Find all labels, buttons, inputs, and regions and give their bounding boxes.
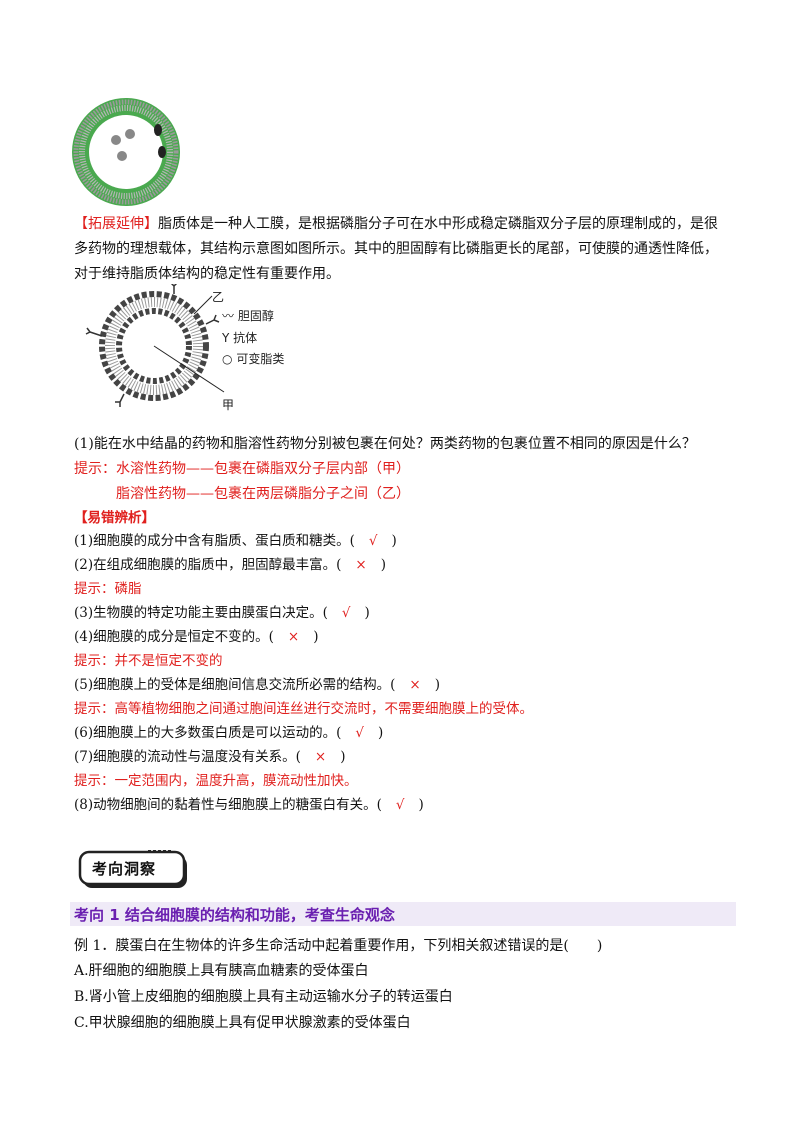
error-hint-2: 提示：磷脂 (74, 581, 142, 597)
badge-title: 考向洞察 (92, 860, 157, 878)
extension-line-3: 对于维持脂质体结构的稳定性有重要作用。 (74, 266, 340, 282)
error-hint-7: 提示：一定范围内，温度升高，膜流动性加快。 (74, 773, 358, 789)
cholesterol-icon: 〰 (222, 309, 235, 323)
extension-line-1: 【拓展延伸】脂质体是一种人工膜，是根据磷脂分子可在水中形成稳定磷脂双分子层的原理… (74, 216, 718, 232)
example-option-a: A.肝细胞的细胞膜上具有胰高血糖素的受体蛋白 (74, 963, 369, 979)
example-option-c: C.甲状腺细胞的细胞膜上具有促甲状腺激素的受体蛋白 (74, 1015, 411, 1031)
circle-icon: ○ (222, 352, 233, 366)
error-hint-5: 提示：高等植物细胞之间通过胞间连丝进行交流时，不需要细胞膜上的受体。 (74, 701, 533, 717)
liposome-illustration (72, 98, 180, 206)
badge-frame (78, 850, 187, 888)
error-item-1: (1)细胞膜的成分中含有脂质、蛋白质和糖类。(√) (74, 533, 397, 549)
error-item-5: (5)细胞膜上的受体是细胞间信息交流所必需的结构。(×) (74, 677, 440, 693)
error-hint-4: 提示：并不是恒定不变的 (74, 653, 223, 669)
error-item-6: (6)细胞膜上的大多数蛋白质是可以运动的。(√) (74, 725, 384, 741)
antibody-icon: Y (222, 331, 230, 345)
error-item-7: (7)细胞膜的流动性与温度没有关系。(×) (74, 749, 346, 765)
direction-title-bar: 考向 1 结合细胞膜的结构和功能，考查生命观念 (70, 902, 736, 926)
legend-variable-lipid: ○ 可变脂类 (222, 352, 285, 366)
label-yi: 乙 (212, 290, 225, 304)
question-1-hint-2: 脂溶性药物——包裹在两层磷脂分子之间（乙） (116, 486, 410, 502)
legend-antibody: Y 抗体 (222, 331, 258, 345)
legend-cholesterol: 〰 胆固醇 (222, 309, 274, 323)
question-1: (1)能在水中结晶的药物和脂溶性药物分别被包裹在何处？两类药物的包裹位置不相同的… (74, 436, 696, 452)
error-section-label: 【易错辨析】 (74, 510, 155, 526)
error-item-4: (4)细胞膜的成分是恒定不变的。(×) (74, 629, 319, 645)
example-option-b: B.肾小管上皮细胞的细胞膜上具有主动运输水分子的转运蛋白 (74, 989, 453, 1005)
example-stem: 例 1．膜蛋白在生物体的许多生命活动中起着重要作用，下列相关叙述错误的是( ) (74, 938, 603, 954)
extension-label: 【拓展延伸】 (74, 216, 158, 232)
error-item-2: (2)在组成细胞膜的脂质中，胆固醇最丰富。(×) (74, 557, 386, 573)
label-jia: 甲 (222, 398, 235, 412)
error-item-3: (3)生物膜的特定功能主要由膜蛋白决定。(√) (74, 605, 370, 621)
direction-title: 考向 1 结合细胞膜的结构和功能，考查生命观念 (74, 906, 395, 924)
error-item-8: (8)动物细胞间的黏着性与细胞膜上的糖蛋白有关。(√) (74, 797, 424, 813)
liposome-structure-diagram (85, 284, 225, 407)
extension-line-2: 多药物的理想载体，其结构示意图如图所示。其中的胆固醇有比磷脂更长的尾部，可使膜的… (74, 241, 718, 257)
question-1-hint-1: 提示：水溶性药物——包裹在磷脂双分子层内部（甲） (74, 461, 410, 477)
